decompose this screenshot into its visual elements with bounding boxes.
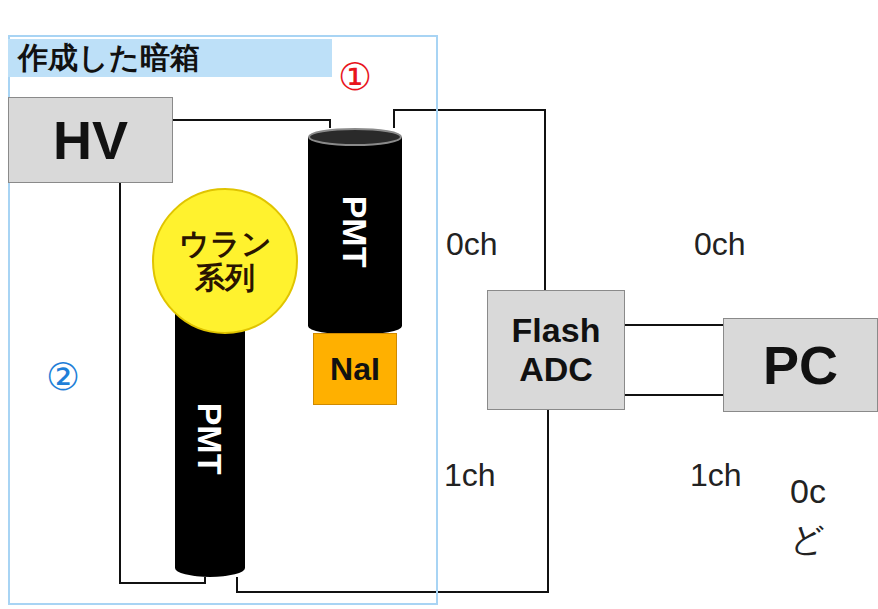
pmt-label: PMT [190, 403, 229, 475]
source-circle [153, 189, 297, 333]
uranium-source-circle: ウラン 系列 [152, 188, 298, 334]
signal-wire [394, 110, 545, 290]
flash-adc-box: Flash ADC [487, 290, 625, 410]
box-label: Flash ADC [495, 311, 617, 389]
hv-supply-box: HV [8, 97, 173, 183]
note-text: ど [790, 522, 825, 556]
signal-wire [173, 120, 330, 128]
channel-label: 1ch [690, 459, 742, 491]
callout-number: ② [46, 358, 80, 396]
pmt-top-rim [309, 129, 401, 145]
box-label: PC [763, 334, 838, 396]
pmt-label: PMT [335, 196, 374, 268]
box-label: ウラン 系列 [169, 227, 281, 296]
channel-label: 1ch [444, 459, 496, 491]
pmt-tube [175, 309, 245, 568]
pmt-top-rim [176, 301, 244, 317]
pmt-bottom [175, 559, 245, 577]
callout-number: ① [338, 58, 372, 96]
pmt-cylinder: PMT [308, 128, 402, 335]
channel-label: 0ch [694, 228, 746, 260]
note-text: 0c [790, 474, 826, 508]
dark-box-frame: 作成した暗箱 HV PMT ウラン 系列 NaI PMT [8, 35, 438, 605]
nai-crystal-box: NaI [313, 333, 397, 405]
pc-box: PC [723, 318, 878, 412]
box-heading-tab: 作成した暗箱 [8, 39, 332, 77]
box-label: NaI [330, 351, 380, 388]
channel-label: 0ch [446, 228, 498, 260]
pmt-cylinder: PMT [175, 300, 245, 577]
signal-wire [625, 394, 723, 396]
pmt-tube [308, 137, 402, 326]
box-label: HV [53, 109, 128, 171]
signal-wire [237, 410, 548, 592]
signal-wire [625, 324, 723, 326]
